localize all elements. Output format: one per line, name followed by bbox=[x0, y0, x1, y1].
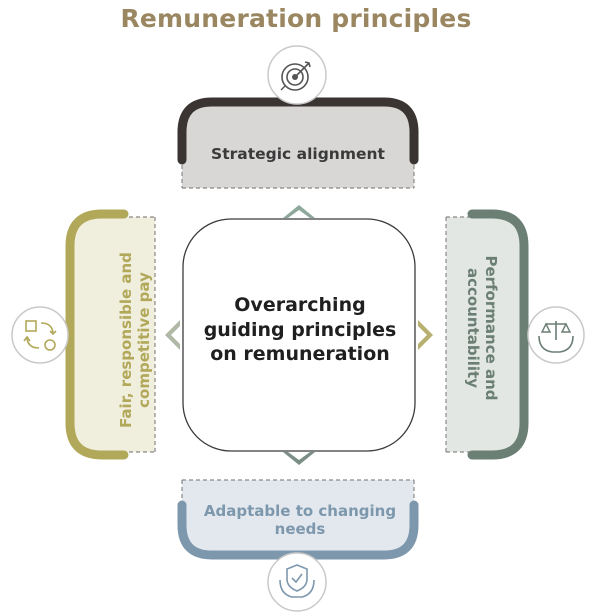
chevron-left-icon bbox=[165, 320, 180, 350]
left-petal bbox=[65, 209, 156, 460]
center-text: Overarching guiding principles on remune… bbox=[203, 293, 397, 366]
right-petal bbox=[445, 209, 529, 460]
principle-performance: Performance and accountability bbox=[464, 255, 500, 401]
scales-in-hands-icon bbox=[527, 306, 585, 364]
chevron-up-icon bbox=[283, 205, 315, 218]
chevron-right-icon bbox=[418, 320, 433, 350]
shapes-cycle-icon bbox=[11, 306, 69, 364]
shield-in-hands-icon bbox=[267, 552, 327, 612]
center-box bbox=[182, 218, 416, 452]
principle-adaptable: Adaptable to changing needs bbox=[203, 502, 397, 538]
diagram-title: Remuneration principles bbox=[120, 4, 472, 33]
principle-fair-pay: Fair, responsible and competitive pay bbox=[117, 252, 153, 428]
principle-strategic-alignment: Strategic alignment bbox=[211, 144, 385, 163]
target-icon bbox=[267, 45, 327, 105]
chevron-down-icon bbox=[283, 452, 315, 465]
